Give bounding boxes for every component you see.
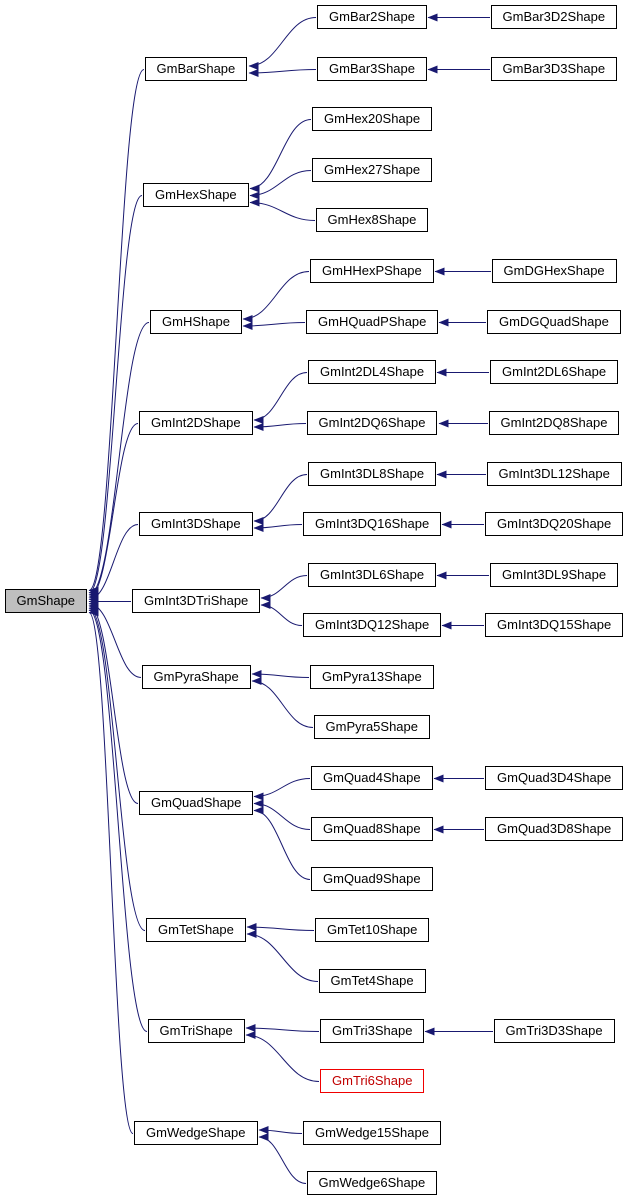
class-node-GmTet10Shape[interactable]: GmTet10Shape bbox=[315, 918, 430, 942]
class-node-GmTriShape[interactable]: GmTriShape bbox=[147, 1019, 245, 1043]
inheritance-edge-GmWedge15Shape-to-GmWedgeShape bbox=[258, 1126, 303, 1135]
inheritance-edge-GmQuad4Shape-to-GmQuadShape bbox=[253, 778, 311, 801]
class-node-GmInt3DQ16Shape[interactable]: GmInt3DQ16Shape bbox=[303, 512, 442, 536]
inheritance-edge-GmInt2DL4Shape-to-GmInt2DShape bbox=[253, 372, 308, 424]
inheritance-edge-GmInt2DShape-to-GmShape bbox=[88, 423, 139, 602]
class-node-GmBar3Shape[interactable]: GmBar3Shape bbox=[317, 57, 427, 81]
inheritance-edge-GmHQuadPShape-to-GmHShape bbox=[242, 321, 306, 330]
inheritance-edge-GmInt3DShape-to-GmShape bbox=[88, 524, 139, 604]
inheritance-edge-GmQuad9Shape-to-GmQuadShape bbox=[253, 806, 311, 880]
inheritance-edge-GmTetShape-to-GmShape bbox=[88, 604, 146, 931]
class-node-GmTri6Shape[interactable]: GmTri6Shape bbox=[320, 1069, 425, 1093]
inheritance-edge-GmHex20Shape-to-GmHexShape bbox=[249, 119, 312, 193]
class-node-GmQuad4Shape[interactable]: GmQuad4Shape bbox=[311, 766, 433, 790]
inheritance-edge-GmQuad8Shape-to-GmQuadShape bbox=[253, 799, 311, 830]
class-node-GmInt3DQ20Shape[interactable]: GmInt3DQ20Shape bbox=[485, 512, 624, 536]
class-node-GmTetShape[interactable]: GmTetShape bbox=[146, 918, 246, 942]
inheritance-edge-GmHex27Shape-to-GmHexShape bbox=[249, 170, 312, 200]
class-node-GmDGHexShape[interactable]: GmDGHexShape bbox=[491, 259, 617, 283]
inheritance-edge-GmPyra5Shape-to-GmPyraShape bbox=[251, 677, 314, 728]
inheritance-edge-GmBarShape-to-GmShape bbox=[88, 69, 145, 595]
class-node-GmPyra13Shape[interactable]: GmPyra13Shape bbox=[310, 665, 434, 689]
class-node-GmInt3DQ12Shape[interactable]: GmInt3DQ12Shape bbox=[303, 613, 442, 637]
class-node-GmTet4Shape[interactable]: GmTet4Shape bbox=[318, 969, 426, 993]
class-node-GmBar2Shape[interactable]: GmBar2Shape bbox=[317, 5, 427, 29]
inheritance-edge-GmHexShape-to-GmShape bbox=[88, 195, 143, 597]
class-node-GmWedge6Shape[interactable]: GmWedge6Shape bbox=[306, 1171, 438, 1195]
inheritance-edge-GmBar2Shape-to-GmBarShape bbox=[248, 17, 317, 70]
class-node-GmInt3DL12Shape[interactable]: GmInt3DL12Shape bbox=[486, 462, 622, 486]
inheritance-edge-GmHex8Shape-to-GmHexShape bbox=[249, 198, 316, 221]
class-node-GmInt2DQ6Shape[interactable]: GmInt2DQ6Shape bbox=[306, 411, 438, 435]
class-node-GmHShape[interactable]: GmHShape bbox=[150, 310, 242, 334]
class-node-GmBarShape[interactable]: GmBarShape bbox=[144, 57, 248, 81]
class-node-GmInt3DL9Shape[interactable]: GmInt3DL9Shape bbox=[490, 563, 619, 587]
class-node-GmInt2DL6Shape[interactable]: GmInt2DL6Shape bbox=[490, 360, 619, 384]
inheritance-edge-GmHHexPShape-to-GmHShape bbox=[242, 271, 310, 323]
inheritance-edge-GmTri6Shape-to-GmTriShape bbox=[245, 1031, 320, 1082]
inheritance-edge-GmInt3DQ12Shape-to-GmInt3DTriShape bbox=[260, 601, 303, 626]
class-node-GmInt3DShape[interactable]: GmInt3DShape bbox=[139, 512, 253, 536]
class-node-GmBar3D3Shape[interactable]: GmBar3D3Shape bbox=[490, 57, 618, 81]
class-node-GmInt2DQ8Shape[interactable]: GmInt2DQ8Shape bbox=[488, 411, 620, 435]
inheritance-edge-GmBar3Shape-to-GmBarShape bbox=[248, 68, 317, 77]
inheritance-edge-GmWedgeShape-to-GmShape bbox=[88, 608, 134, 1134]
inheritance-edge-GmInt3DQ16Shape-to-GmInt3DShape bbox=[253, 523, 303, 532]
inheritance-edge-GmTet10Shape-to-GmTetShape bbox=[246, 923, 315, 932]
inheritance-edge-GmTriShape-to-GmShape bbox=[88, 606, 148, 1032]
class-node-GmBar3D2Shape[interactable]: GmBar3D2Shape bbox=[490, 5, 618, 29]
class-node-GmHexShape[interactable]: GmHexShape bbox=[143, 183, 249, 207]
class-node-GmDGQuadShape[interactable]: GmDGQuadShape bbox=[487, 310, 621, 334]
class-node-GmInt2DL4Shape[interactable]: GmInt2DL4Shape bbox=[308, 360, 437, 384]
class-node-GmPyraShape[interactable]: GmPyraShape bbox=[141, 665, 251, 689]
class-node-GmQuad3D4Shape[interactable]: GmQuad3D4Shape bbox=[485, 766, 624, 790]
inheritance-edge-GmHShape-to-GmShape bbox=[88, 322, 150, 599]
class-node-GmInt3DQ15Shape[interactable]: GmInt3DQ15Shape bbox=[485, 613, 624, 637]
class-node-GmHQuadPShape[interactable]: GmHQuadPShape bbox=[306, 310, 439, 334]
inheritance-edge-GmInt3DL8Shape-to-GmInt3DShape bbox=[253, 474, 308, 525]
class-node-GmQuad9Shape[interactable]: GmQuad9Shape bbox=[311, 867, 433, 891]
class-node-GmShape: GmShape bbox=[4, 589, 88, 613]
class-node-GmInt3DTriShape[interactable]: GmInt3DTriShape bbox=[132, 589, 261, 613]
inheritance-edge-GmPyra13Shape-to-GmPyraShape bbox=[251, 670, 310, 679]
class-node-GmQuad8Shape[interactable]: GmQuad8Shape bbox=[311, 817, 433, 841]
class-node-GmHex27Shape[interactable]: GmHex27Shape bbox=[312, 158, 433, 182]
inheritance-edge-GmTri3Shape-to-GmTriShape bbox=[245, 1024, 320, 1033]
class-node-GmPyra5Shape[interactable]: GmPyra5Shape bbox=[313, 715, 430, 739]
class-node-GmInt3DL8Shape[interactable]: GmInt3DL8Shape bbox=[308, 462, 437, 486]
class-node-GmInt2DShape[interactable]: GmInt2DShape bbox=[139, 411, 253, 435]
class-node-GmHex8Shape[interactable]: GmHex8Shape bbox=[315, 208, 429, 232]
class-node-GmTri3D3Shape[interactable]: GmTri3D3Shape bbox=[493, 1019, 615, 1043]
inheritance-edge-GmWedge6Shape-to-GmWedgeShape bbox=[258, 1133, 307, 1184]
class-node-GmHex20Shape[interactable]: GmHex20Shape bbox=[312, 107, 433, 131]
class-node-GmTri3Shape[interactable]: GmTri3Shape bbox=[320, 1019, 425, 1043]
class-node-GmWedgeShape[interactable]: GmWedgeShape bbox=[134, 1121, 258, 1145]
class-node-GmWedge15Shape[interactable]: GmWedge15Shape bbox=[303, 1121, 441, 1145]
class-node-GmQuadShape[interactable]: GmQuadShape bbox=[139, 791, 254, 815]
inheritance-edge-GmInt3DL6Shape-to-GmInt3DTriShape bbox=[260, 575, 308, 602]
inheritance-edge-GmInt2DQ6Shape-to-GmInt2DShape bbox=[253, 422, 307, 431]
inheritance-edge-GmTet4Shape-to-GmTetShape bbox=[246, 930, 319, 982]
class-node-GmHHexPShape[interactable]: GmHHexPShape bbox=[310, 259, 434, 283]
class-node-GmQuad3D8Shape[interactable]: GmQuad3D8Shape bbox=[485, 817, 624, 841]
class-node-GmInt3DL6Shape[interactable]: GmInt3DL6Shape bbox=[308, 563, 437, 587]
